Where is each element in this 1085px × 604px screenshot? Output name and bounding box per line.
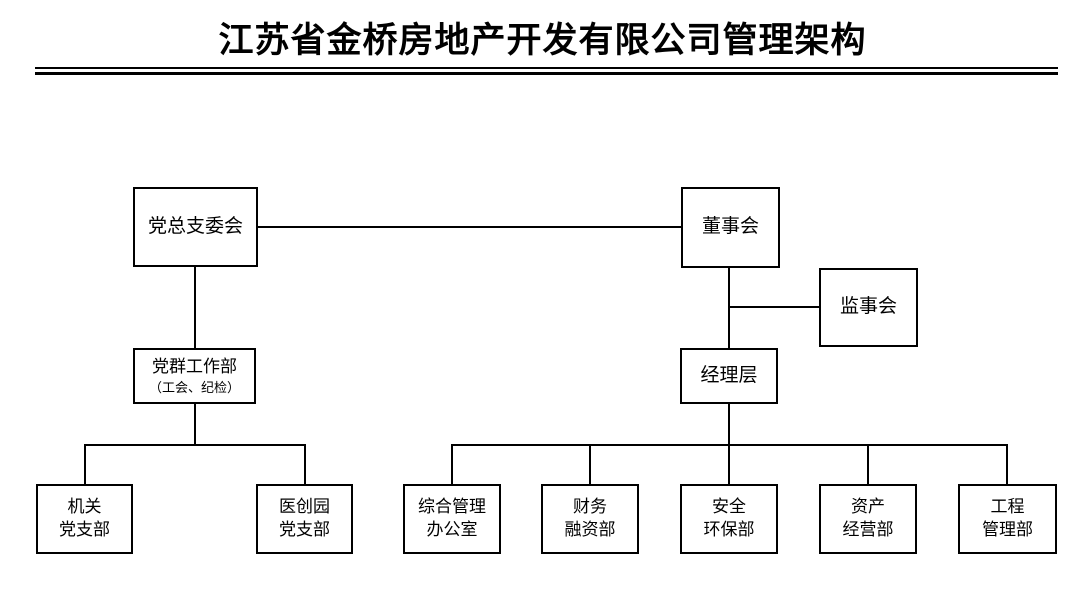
org-node-label-line2: 环保部: [703, 520, 755, 539]
org-node-label: 党总支委会: [147, 215, 243, 237]
connector-management-rail: [728, 404, 730, 446]
connector-left-rail: [84, 444, 306, 446]
org-node-management-team: 经理层: [680, 348, 778, 404]
org-node-safety-env-dept: 安全 环保部: [680, 484, 778, 554]
org-node-label-line2: 党支部: [59, 520, 110, 539]
connector-drop-finance-dept: [589, 444, 591, 484]
org-node-label-line2: 管理部: [982, 520, 1033, 539]
org-node-label-line2: 经营部: [842, 520, 894, 539]
org-node-asset-operation-dept: 资产 经营部: [819, 484, 917, 554]
page-title: 江苏省金桥房地产开发有限公司管理架构: [218, 21, 867, 60]
title-double-rule: [35, 67, 1058, 75]
org-node-label-line2: 融资部: [564, 520, 616, 539]
org-node-office-party-branch: 机关 党支部: [36, 484, 133, 554]
org-node-label-line1: 资产: [851, 497, 885, 517]
connector-drop-asset-operation-dept: [867, 444, 869, 484]
org-node-label: 党群工作部: [152, 356, 237, 376]
org-node-label: 经理层: [700, 364, 758, 386]
org-node-yichuangyuan-party-branch: 医创园 党支部: [256, 484, 353, 554]
org-node-label: 监事会: [839, 296, 897, 318]
connector-drop-general-admin-office: [451, 444, 453, 484]
connector-board-supervisory: [728, 306, 819, 308]
org-node-label-line2: 办公室: [426, 520, 478, 539]
org-node-supervisory-board: 监事会: [819, 268, 918, 347]
org-node-general-admin-office: 综合管理 办公室: [403, 484, 501, 554]
org-node-board-of-directors: 董事会: [681, 187, 780, 268]
org-node-party-mass-work-dept: 党群工作部 （工会、纪检）: [133, 348, 256, 404]
connector-partyworkdept-rail: [194, 404, 196, 446]
org-node-label-line2: 党支部: [279, 520, 330, 539]
org-node-label-line1: 财务: [573, 497, 607, 517]
org-node-finance-financing-dept: 财务 融资部: [541, 484, 639, 554]
connector-board-management: [728, 268, 730, 348]
org-node-label-line1: 医创园: [279, 497, 330, 517]
org-node-label-line1: 机关: [67, 497, 102, 517]
connector-drop-engineering-dept: [1006, 444, 1008, 484]
org-node-party-committee: 党总支委会: [133, 187, 258, 267]
org-node-label-line1: 工程: [990, 497, 1025, 517]
connector-drop-yichuangyuan-party-branch: [304, 444, 306, 484]
org-node-note: （工会、纪检）: [148, 379, 240, 395]
connector-drop-office-party-branch: [84, 444, 86, 484]
connector-partycommittee-partyworkdept: [194, 267, 196, 348]
connector-partycommittee-board: [257, 226, 681, 228]
org-node-engineering-mgmt-dept: 工程 管理部: [958, 484, 1057, 554]
org-node-label: 董事会: [701, 216, 759, 238]
org-node-label-line1: 安全: [712, 497, 746, 517]
org-node-label-line1: 综合管理: [418, 497, 486, 517]
connector-drop-safety-env-dept: [728, 444, 730, 484]
